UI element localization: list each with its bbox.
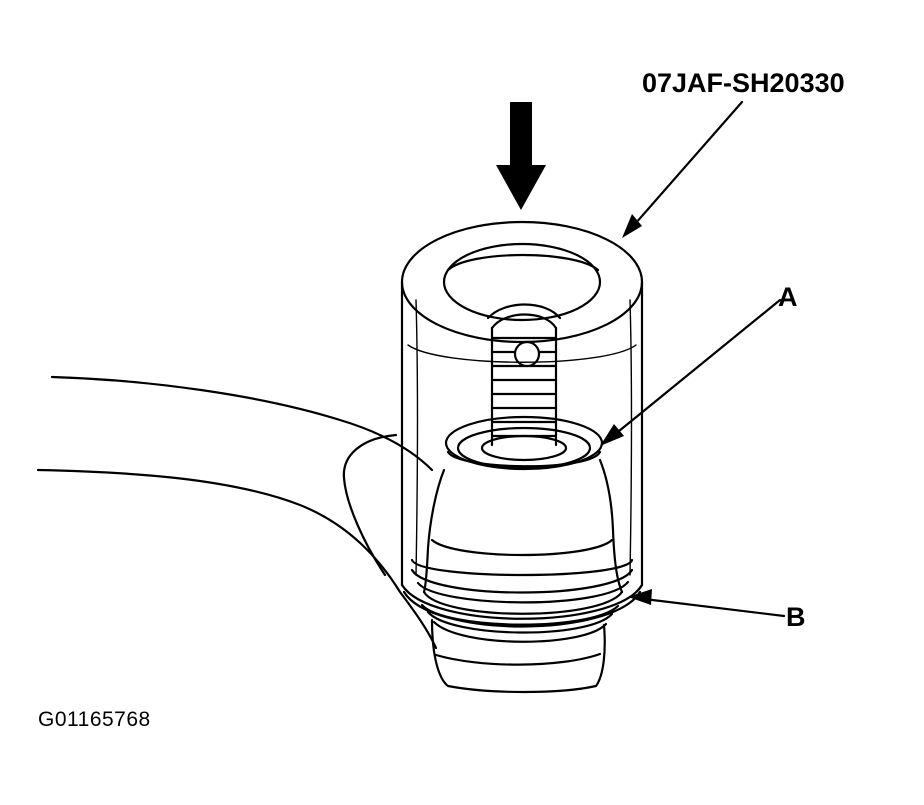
tool-leader-arrowhead-icon [622,214,642,238]
callout-b-leader-arrowhead-icon [628,589,652,605]
callout-a-label: A [778,282,798,312]
callout-a-leader-line [606,298,782,442]
ball-joint-body [410,415,634,615]
leader-lines [606,100,786,618]
callout-b-label: B [786,602,806,632]
callout-b-leader-line [634,596,786,618]
down-arrow-icon [496,102,546,210]
control-arm [36,375,438,650]
special-tool-cylinder [400,220,644,628]
figure-id: G01165768 [38,708,151,731]
tool-leader-line [626,100,744,234]
tool-part-number-label: 07JAF-SH20330 [642,68,845,98]
callout-a-leader-arrowhead-icon [600,424,624,446]
threaded-stud [486,303,562,447]
